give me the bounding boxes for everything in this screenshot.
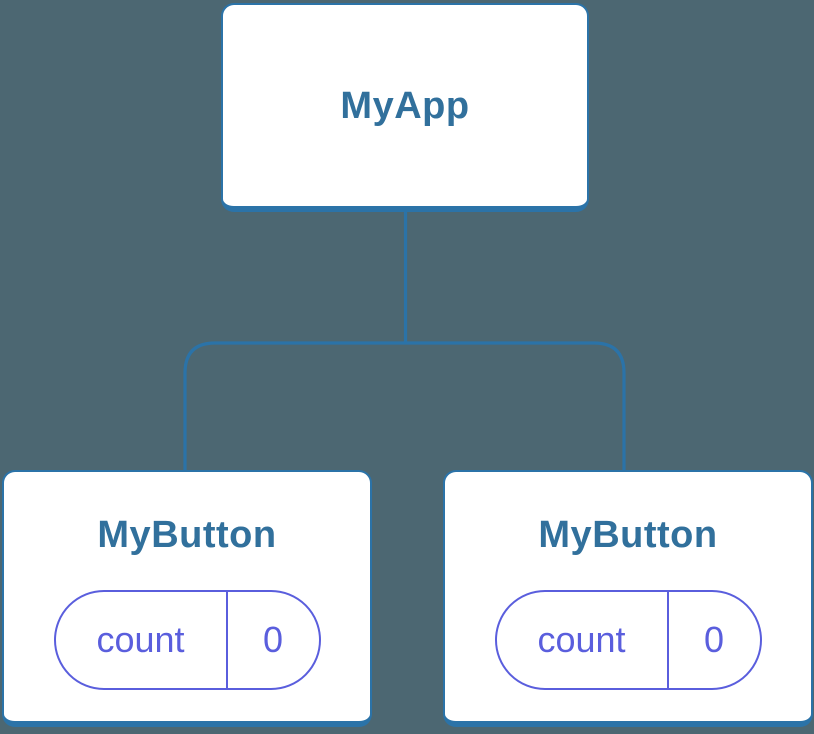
component-name-label: MyButton — [538, 514, 718, 556]
component-node-mybutton-1: MyButton count 0 — [2, 470, 372, 727]
component-node-myapp: MyApp — [221, 3, 589, 212]
state-value: 0 — [703, 619, 725, 660]
state-value: 0 — [262, 619, 284, 660]
state-pill: count 0 — [494, 590, 762, 690]
state-key-label: count — [96, 619, 185, 660]
component-name-label: MyApp — [340, 84, 470, 127]
state-key-label: count — [537, 619, 626, 660]
connector-branch — [183, 341, 626, 472]
pill-divider — [225, 592, 228, 688]
component-name-label: MyButton — [97, 514, 277, 556]
pill-divider — [666, 592, 669, 688]
state-pill: count 0 — [53, 590, 321, 690]
component-node-mybutton-2: MyButton count 0 — [443, 470, 813, 727]
